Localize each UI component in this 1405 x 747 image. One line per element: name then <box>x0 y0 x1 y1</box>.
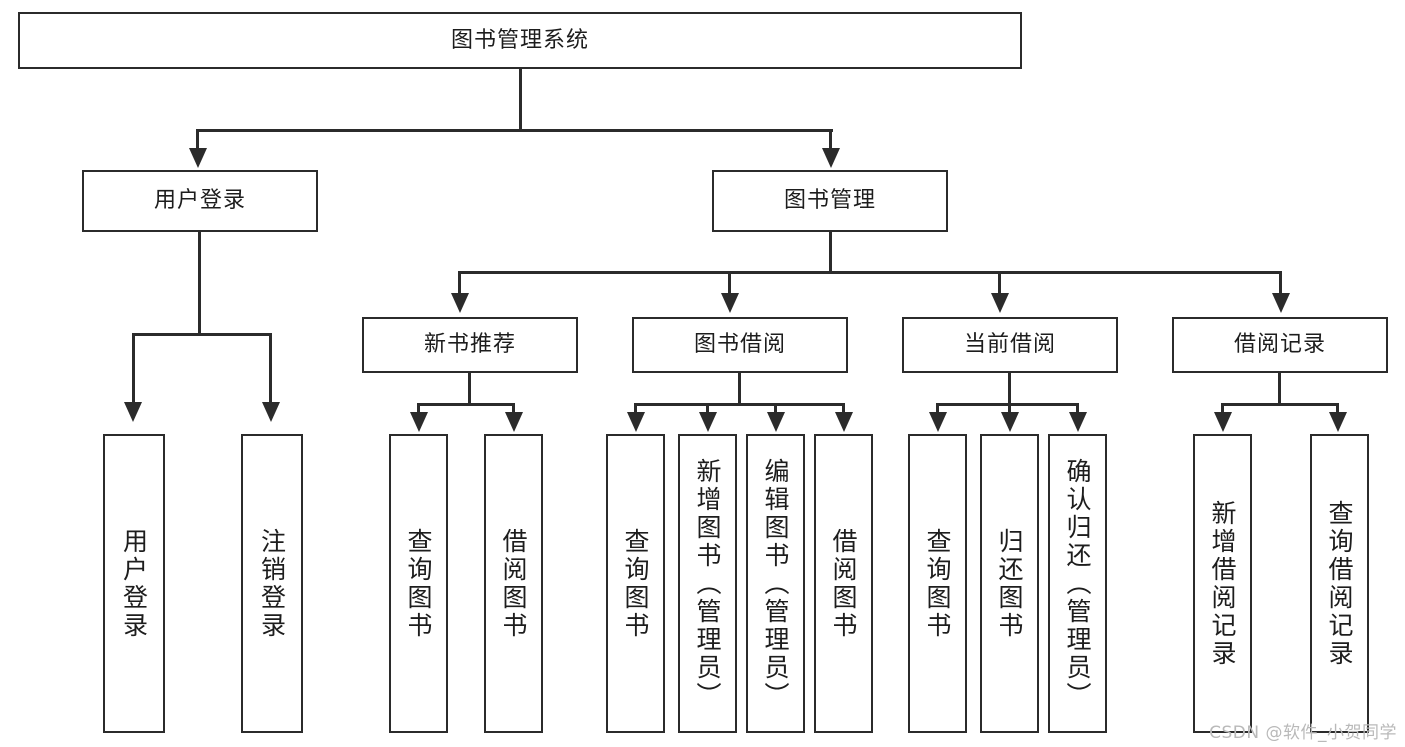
node-leaf-confirm-return-admin[interactable]: 确认归还（管理员） <box>1048 434 1107 733</box>
arrowhead-book-borrow <box>721 293 739 313</box>
node-new-book-recommend[interactable]: 新书推荐 <box>362 317 578 373</box>
node-book-manage[interactable]: 图书管理 <box>712 170 948 232</box>
node-root-book-management-system[interactable]: 图书管理系统 <box>18 12 1022 69</box>
node-label: 借阅图书 <box>829 527 858 640</box>
connector-book-borrow-bar <box>634 403 842 406</box>
connector-new-book-recommend-stem <box>468 373 471 406</box>
connector-book-manage-stem <box>829 232 832 274</box>
node-leaf-edit-book-admin[interactable]: 编辑图书（管理员） <box>746 434 805 733</box>
node-label: 新书推荐 <box>423 332 516 358</box>
connector-book-manage-drop-2 <box>728 271 731 297</box>
node-label: 图书管理系统 <box>450 27 589 53</box>
node-leaf-query-borrow-record[interactable]: 查询借阅记录 <box>1310 434 1369 733</box>
arrowhead-leaf-borrow-book-1 <box>505 412 523 432</box>
arrowhead-leaf-borrow-book-2 <box>835 412 853 432</box>
node-leaf-query-book-3[interactable]: 查询图书 <box>908 434 967 733</box>
connector-bb-drop-4 <box>842 403 845 415</box>
connector-new-book-recommend-bar <box>417 403 515 406</box>
arrowhead-leaf-edit-book-admin <box>767 412 785 432</box>
connector-book-manage-drop-3 <box>998 271 1001 297</box>
node-label: 图书管理 <box>783 188 876 214</box>
node-label: 查询借阅记录 <box>1325 499 1354 668</box>
node-leaf-query-book-2[interactable]: 查询图书 <box>606 434 665 733</box>
connector-root-stem <box>519 69 522 131</box>
connector-cb-drop-3 <box>1076 403 1079 415</box>
node-label: 用户登录 <box>153 188 246 214</box>
connector-user-login-drop-2 <box>269 333 272 405</box>
arrowhead-leaf-user-login <box>124 402 142 422</box>
node-leaf-user-login[interactable]: 用户登录 <box>103 434 165 733</box>
connector-borrow-record-bar <box>1221 403 1339 406</box>
node-label: 图书借阅 <box>693 332 786 358</box>
arrowhead-to-book-manage <box>822 148 840 168</box>
arrowhead-borrow-record <box>1272 293 1290 313</box>
node-label: 归还图书 <box>995 527 1024 640</box>
node-label: 确认归还（管理员） <box>1063 457 1092 710</box>
arrowhead-leaf-query-book-3 <box>929 412 947 432</box>
node-leaf-logout-login[interactable]: 注销登录 <box>241 434 303 733</box>
connector-current-borrow-bar <box>936 403 1079 406</box>
arrowhead-current-borrow <box>991 293 1009 313</box>
node-label: 注销登录 <box>257 527 287 640</box>
arrowhead-leaf-return-book <box>1001 412 1019 432</box>
watermark-text: CSDN @软件_小贺同学 <box>1209 723 1397 743</box>
connector-book-manage-drop-1 <box>458 271 461 297</box>
connector-user-login-drop-1 <box>132 333 135 405</box>
connector-nbr-drop-2 <box>512 403 515 415</box>
connector-bb-drop-2 <box>706 403 709 415</box>
connector-bb-drop-1 <box>634 403 637 415</box>
connector-book-manage-drop-4 <box>1279 271 1282 297</box>
connector-user-login-bar <box>132 333 271 336</box>
node-user-login[interactable]: 用户登录 <box>82 170 318 232</box>
arrowhead-leaf-add-borrow-record <box>1214 412 1232 432</box>
node-leaf-add-book-admin[interactable]: 新增图书（管理员） <box>678 434 737 733</box>
node-label: 查询图书 <box>404 527 433 640</box>
connector-bb-drop-3 <box>774 403 777 415</box>
node-label: 当前借阅 <box>963 332 1056 358</box>
node-borrow-record[interactable]: 借阅记录 <box>1172 317 1388 373</box>
node-label: 用户登录 <box>119 527 149 640</box>
arrowhead-leaf-query-book-2 <box>627 412 645 432</box>
node-label: 查询图书 <box>621 527 650 640</box>
connector-nbr-drop-1 <box>417 403 420 415</box>
node-current-borrow[interactable]: 当前借阅 <box>902 317 1118 373</box>
connector-cb-drop-1 <box>936 403 939 415</box>
connector-cb-drop-2 <box>1008 403 1011 415</box>
connector-root-bar <box>196 129 833 132</box>
node-book-borrow[interactable]: 图书借阅 <box>632 317 848 373</box>
connector-br-drop-1 <box>1221 403 1224 415</box>
node-leaf-query-book-1[interactable]: 查询图书 <box>389 434 448 733</box>
node-leaf-borrow-book-1[interactable]: 借阅图书 <box>484 434 543 733</box>
connector-book-borrow-stem <box>738 373 741 406</box>
arrowhead-leaf-query-borrow-record <box>1329 412 1347 432</box>
node-leaf-borrow-book-2[interactable]: 借阅图书 <box>814 434 873 733</box>
arrowhead-leaf-query-book-1 <box>410 412 428 432</box>
node-label: 编辑图书（管理员） <box>761 457 790 710</box>
connector-root-to-book-manage <box>829 129 832 152</box>
connector-borrow-record-stem <box>1278 373 1281 406</box>
arrowhead-leaf-logout-login <box>262 402 280 422</box>
connector-br-drop-2 <box>1336 403 1339 415</box>
connector-user-login-stem <box>198 232 201 335</box>
node-label: 查询图书 <box>923 527 952 640</box>
connector-book-manage-bar <box>458 271 1282 274</box>
arrowhead-to-user-login <box>189 148 207 168</box>
arrowhead-leaf-confirm-return-admin <box>1069 412 1087 432</box>
connector-current-borrow-stem <box>1008 373 1011 406</box>
node-label: 借阅图书 <box>499 527 528 640</box>
connector-root-to-user-login <box>196 129 199 152</box>
arrowhead-new-book-recommend <box>451 293 469 313</box>
node-label: 借阅记录 <box>1233 332 1326 358</box>
node-leaf-return-book[interactable]: 归还图书 <box>980 434 1039 733</box>
arrowhead-leaf-add-book-admin <box>699 412 717 432</box>
node-label: 新增图书（管理员） <box>693 457 722 710</box>
node-leaf-add-borrow-record[interactable]: 新增借阅记录 <box>1193 434 1252 733</box>
node-label: 新增借阅记录 <box>1208 499 1237 668</box>
